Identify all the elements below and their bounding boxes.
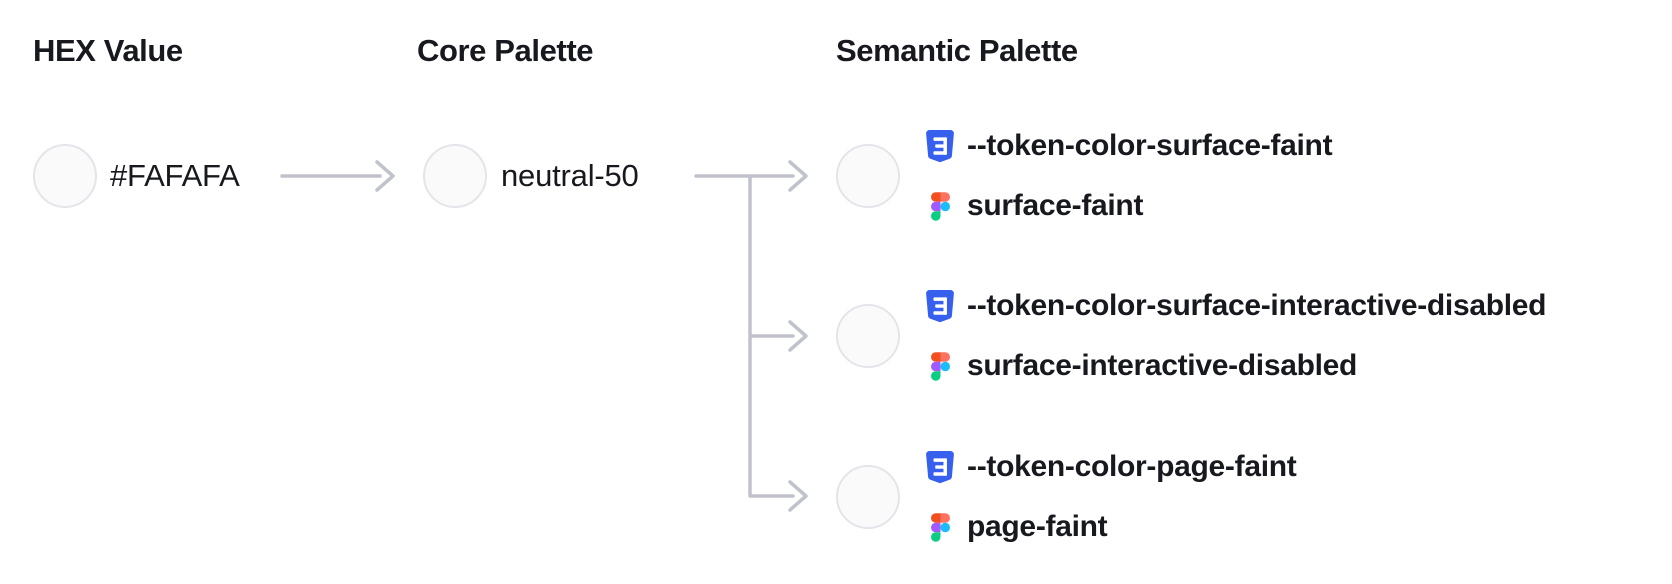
css-badge-icon (926, 129, 954, 163)
figma-logo-icon (926, 191, 954, 221)
core-to-semantic-trunk (694, 174, 795, 498)
semantic-token-item: --token-color-surface-faint surface-fain… (926, 116, 1333, 236)
figma-logo-icon (926, 351, 954, 381)
css-token-line: --token-color-page-faint (926, 437, 1297, 497)
hex-color-swatch (33, 144, 97, 208)
core-value-label: neutral-50 (501, 158, 639, 193)
branch-arrow-head-1 (788, 160, 808, 192)
figma-token-label: page-faint (967, 510, 1108, 543)
semantic-color-swatch (836, 144, 900, 208)
hex-value-label: #FAFAFA (110, 158, 240, 193)
css-token-line: --token-color-surface-faint (926, 116, 1333, 176)
semantic-color-swatch (836, 304, 900, 368)
css-badge-icon (926, 450, 954, 484)
figma-logo-icon (926, 512, 954, 542)
hex-to-core-arrow-head (375, 160, 395, 192)
css-token-label: --token-color-page-faint (967, 450, 1297, 483)
core-color-swatch (423, 144, 487, 208)
core-palette-heading: Core Palette (417, 33, 594, 68)
semantic-palette-heading: Semantic Palette (836, 33, 1078, 68)
figma-token-line: surface-interactive-disabled (926, 336, 1546, 396)
semantic-color-swatch (836, 465, 900, 529)
figma-token-line: surface-faint (926, 176, 1332, 236)
css-token-line: --token-color-surface-interactive-disabl… (926, 276, 1547, 336)
css-token-label: --token-color-surface-interactive-disabl… (967, 289, 1547, 322)
semantic-token-item: --token-color-surface-interactive-disabl… (926, 276, 1547, 396)
css-badge-icon (926, 289, 954, 323)
semantic-token-item: --token-color-page-faint page-faint (926, 437, 1297, 557)
css-token-label: --token-color-surface-faint (967, 129, 1333, 162)
figma-token-line: page-faint (926, 497, 1296, 557)
branch-arrow-head-2 (788, 320, 808, 352)
figma-token-label: surface-interactive-disabled (967, 349, 1358, 382)
figma-token-label: surface-faint (967, 189, 1144, 222)
branch-arrow-head-3 (788, 480, 808, 512)
hex-value-heading: HEX Value (33, 33, 183, 68)
